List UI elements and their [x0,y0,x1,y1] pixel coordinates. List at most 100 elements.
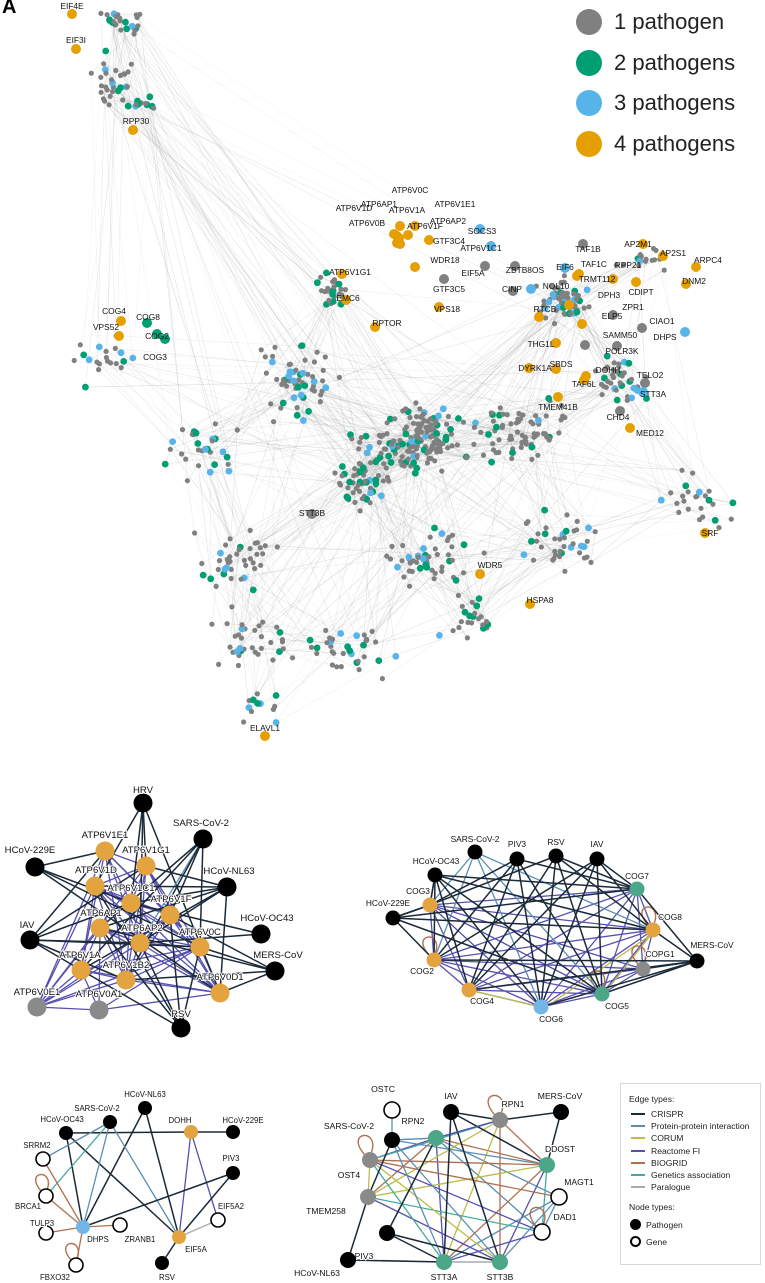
pathogen-node [226,1166,240,1180]
network-edge [240,484,341,548]
network-node [257,545,263,551]
network-edge [132,26,255,569]
gene-node [210,1212,226,1228]
network-node [199,560,205,567]
network-edge [375,484,387,557]
network-node [493,423,500,431]
network-node-label: COG4 [102,306,126,316]
pathogen-node [548,848,564,864]
network-node [184,478,190,484]
gene-node [27,997,47,1017]
network-edge [404,290,575,430]
network-node [258,562,264,568]
labelled-network-node [681,279,691,289]
network-edge [381,451,431,497]
network-edge [425,552,485,566]
network-node [592,529,598,535]
network-edge [293,301,334,373]
network-node-label: TAF1C [581,259,607,269]
network-node [448,431,454,437]
edge-protein-protein-interaction [433,851,476,961]
network-edge [137,25,426,447]
node-label: COG4 [470,996,494,1006]
network-node [351,473,357,479]
network-edge [326,304,376,643]
network-node [535,531,541,537]
network-node [381,461,387,467]
labelled-network-node [142,318,152,328]
network-edge [614,387,710,492]
network-edge [241,402,284,639]
network-edge [416,468,435,529]
network-node [346,647,354,655]
network-edge [341,294,380,443]
node-label: ATP6V0E1 [14,987,61,998]
network-node-label: ZBTB8OS [506,265,545,275]
network-edge [382,627,460,679]
gene-node [210,983,230,1003]
gene-node [635,961,651,977]
network-edge [317,639,367,649]
network-node [557,536,563,542]
network-edge [475,422,693,474]
network-node [577,542,585,550]
network-edge [195,398,549,434]
network-node [545,298,553,306]
network-edge [627,396,685,502]
self-loop-edge [357,1134,374,1155]
node-label: HCoV-NL63 [124,1090,166,1099]
network-node [223,542,229,548]
network-node [167,446,173,452]
network-node [207,575,215,583]
network-node [432,458,438,464]
network-node [473,602,481,610]
network-node [228,575,234,582]
network-node [254,691,260,697]
edge-crispr [80,969,182,1029]
network-edge [257,418,395,543]
network-node [336,374,342,380]
network-node [455,415,462,422]
network-edge [507,398,549,415]
network-node-label: WDR5 [478,560,503,570]
pathogen-node [59,1126,73,1140]
network-node [234,551,240,557]
network-node [134,14,140,21]
node-label: PIV3 [508,839,526,849]
network-node [380,478,386,484]
network-node [625,359,633,367]
node-type-label: Pathogen [646,1219,683,1230]
network-node-label: ATP6V1A [389,205,426,215]
network-edge [330,635,357,643]
network-node [706,488,712,494]
network-edge [636,389,700,493]
edge-crispr [29,865,147,941]
node-label: DHPS [87,1235,109,1244]
network-node [419,555,427,562]
network-node [183,456,189,462]
network-node [546,436,553,442]
network-edge [418,440,527,524]
network-edge [276,379,354,493]
network-node [431,439,437,445]
network-node [508,421,514,427]
network-edge [119,20,367,641]
network-node [311,359,317,365]
network-edge [331,440,421,652]
network-edge [363,627,459,646]
network-node [514,429,521,435]
network-edge [209,472,260,626]
network-edge [254,291,328,631]
legend-label: 3 pathogens [614,90,736,116]
network-node [427,434,434,440]
node-label: RSV [159,1273,176,1282]
network-node-label: ATP6V1G1 [329,267,371,277]
network-edge [340,289,544,309]
network-edge [116,335,301,347]
edge-crispr [636,888,698,962]
pathogen-node [427,867,443,883]
network-edge [131,64,344,654]
network-node [520,551,528,559]
network-node [329,298,337,305]
network-edge [187,438,216,481]
